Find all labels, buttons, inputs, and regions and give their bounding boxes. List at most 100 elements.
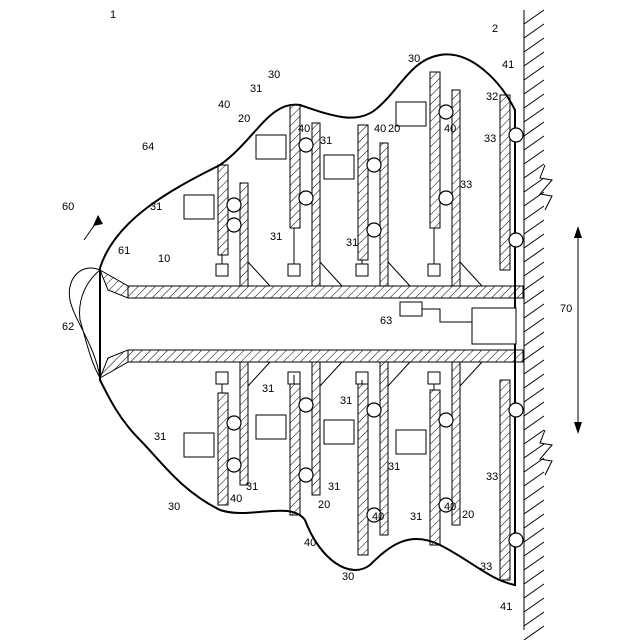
label-2: 2 (492, 23, 498, 35)
label-31-j: 31 (246, 481, 258, 493)
roller (509, 533, 523, 547)
ground-hatch-line (524, 346, 544, 360)
roller (227, 218, 241, 232)
roller (509, 233, 523, 247)
brace-bottom (460, 362, 482, 386)
roller (299, 191, 313, 205)
ground-hatch-line (524, 24, 544, 38)
ground-hatch-line (524, 626, 544, 640)
ground-hatch-line (524, 584, 544, 598)
label-31-f: 31 (262, 383, 274, 395)
ground-hatch-line (524, 556, 544, 570)
roller (299, 138, 313, 152)
box-31 (324, 420, 354, 444)
ground-hatch-line (524, 472, 544, 486)
label-31-a: 31 (250, 83, 262, 95)
ground-hatch-line (524, 360, 544, 374)
roller (439, 413, 453, 427)
label-64: 64 (142, 141, 154, 153)
label-30-c: 30 (168, 501, 180, 513)
label-40-b: 40 (298, 123, 310, 135)
ground-hatch-line (524, 500, 544, 514)
roller (367, 223, 381, 237)
brace-top (460, 262, 482, 286)
brace-top (320, 262, 342, 286)
ground-hatch-line (524, 178, 544, 192)
ground-hatch-line (524, 290, 544, 304)
ground-hatch-line (524, 150, 544, 164)
ground-hatch-line (524, 136, 544, 150)
ground-hatch-line (524, 402, 544, 416)
ground-hatch-line (524, 318, 544, 332)
label-31-i: 31 (388, 461, 400, 473)
ground-hatch-line (524, 108, 544, 122)
brace-bottom (388, 362, 410, 386)
label-1: 1 (110, 9, 116, 21)
label-40-f: 40 (372, 511, 384, 523)
plate-bottom (290, 375, 300, 515)
roller (509, 403, 523, 417)
box-31 (324, 155, 354, 179)
ground-hatch-line (524, 66, 544, 80)
label-31-e: 31 (346, 237, 358, 249)
ground-hatch-line (524, 598, 544, 612)
ground-hatch-line (524, 458, 544, 472)
box-31 (256, 415, 286, 439)
roller (439, 191, 453, 205)
label-70: 70 (560, 303, 572, 315)
label-40-e: 40 (230, 493, 242, 505)
ground-hatch-line (524, 416, 544, 430)
roller (227, 416, 241, 430)
label-41-top: 41 (502, 59, 514, 71)
label-10: 10 (158, 253, 170, 265)
ground-hatch-line (524, 332, 544, 346)
label-31-h: 31 (154, 431, 166, 443)
support-bottom (380, 362, 388, 535)
label-40-h: 40 (304, 537, 316, 549)
ground-hatch-line (524, 542, 544, 556)
label-62: 62 (62, 321, 74, 333)
ground-hatch-line (524, 612, 544, 626)
ground-hatch-line (524, 10, 544, 24)
roller (299, 398, 313, 412)
label-61: 61 (118, 245, 130, 257)
roller (367, 403, 381, 417)
plate-top (430, 72, 440, 228)
label-31-d: 31 (270, 231, 282, 243)
ground-hatch-line (524, 486, 544, 500)
ground-hatch-line (524, 304, 544, 318)
ground-hatch-line (524, 514, 544, 528)
brace-top (388, 262, 410, 286)
ground-hatch-line (524, 374, 544, 388)
ground-hatch-line (524, 206, 544, 220)
ground-hatch-line (524, 262, 544, 276)
label-31-l: 31 (410, 511, 422, 523)
plate-bottom (218, 393, 228, 505)
roller (227, 458, 241, 472)
label-30-b: 30 (268, 69, 280, 81)
plate-bottom (430, 390, 440, 545)
roller (509, 128, 523, 142)
ground-hatch-line (524, 430, 544, 444)
support-top (240, 183, 248, 286)
label-33b: 33 (460, 179, 472, 191)
label-40-g: 40 (444, 501, 456, 513)
ground-hatch-line (524, 38, 544, 52)
label-31-g: 31 (340, 395, 352, 407)
label-20-d: 20 (462, 509, 474, 521)
plate-top (218, 165, 228, 255)
label-63: 63 (380, 315, 392, 327)
ground-hatch-line (524, 80, 544, 94)
ground-hatch-line (524, 528, 544, 542)
label-33c: 33 (486, 471, 498, 483)
label-41-bottom: 41 (500, 601, 512, 613)
brace-bottom (320, 362, 342, 386)
actuator (428, 264, 440, 276)
box-31 (184, 433, 214, 457)
label-40-c: 40 (374, 123, 386, 135)
label-60: 60 (62, 201, 74, 213)
ground-hatch-line (524, 122, 544, 136)
label-30-d: 30 (342, 571, 354, 583)
ground-hatch-line (524, 444, 544, 458)
